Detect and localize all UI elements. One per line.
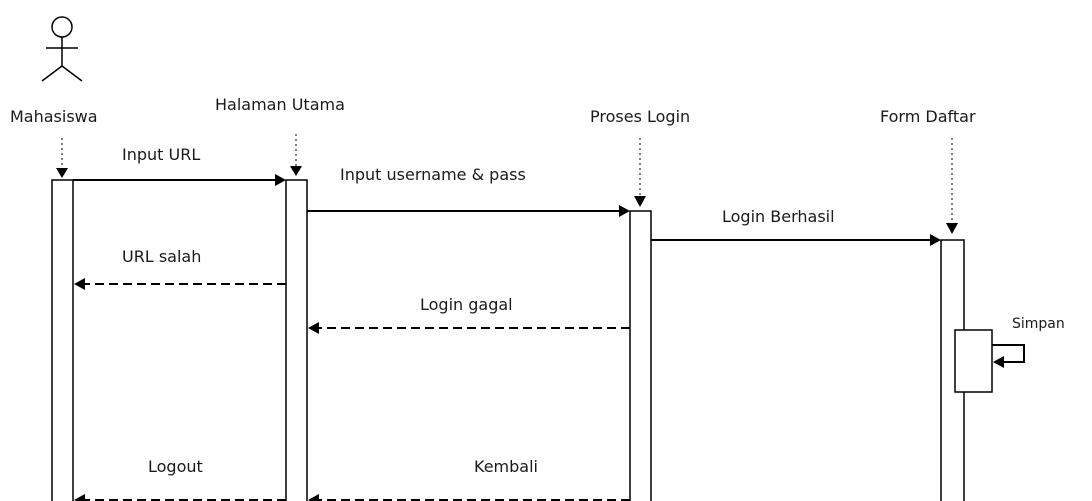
return-label-url-salah: URL salah	[122, 247, 201, 266]
return-label-login-gagal: Login gagal	[420, 295, 513, 314]
return-label-logout: Logout	[148, 457, 203, 476]
self-message-simpan	[992, 344, 1025, 368]
message-label-input-url: Input URL	[122, 145, 200, 164]
lifeline-label-proses-login: Proses Login	[590, 107, 690, 126]
return-login-gagal	[308, 322, 630, 334]
return-logout	[74, 494, 286, 501]
actor-label-mahasiswa: Mahasiswa	[10, 107, 98, 126]
lifeline-form-daftar	[946, 138, 958, 234]
activation-bar-mahasiswa	[51, 179, 74, 501]
return-label-kembali: Kembali	[474, 457, 538, 476]
message-input-url	[73, 174, 286, 186]
activation-bar-simpan	[954, 329, 993, 393]
activation-bar-halaman-utama	[285, 179, 308, 501]
message-label-login-berhasil: Login Berhasil	[722, 207, 835, 226]
message-login-berhasil	[651, 234, 941, 246]
activation-bar-proses-login	[629, 210, 652, 501]
message-input-username-pass	[307, 205, 630, 217]
lifeline-label-halaman-utama: Halaman Utama	[215, 95, 345, 114]
lifeline-halaman-utama	[290, 134, 302, 176]
return-url-salah	[74, 278, 286, 290]
stick-figure-icon	[41, 16, 83, 82]
lifeline-proses-login	[634, 138, 646, 207]
self-message-label-simpan: Simpan	[1012, 316, 1065, 332]
return-kembali	[308, 494, 630, 501]
message-label-input-username-pass: Input username & pass	[340, 165, 526, 184]
lifeline-label-form-daftar: Form Daftar	[880, 107, 976, 126]
lifeline-mahasiswa	[56, 138, 68, 178]
